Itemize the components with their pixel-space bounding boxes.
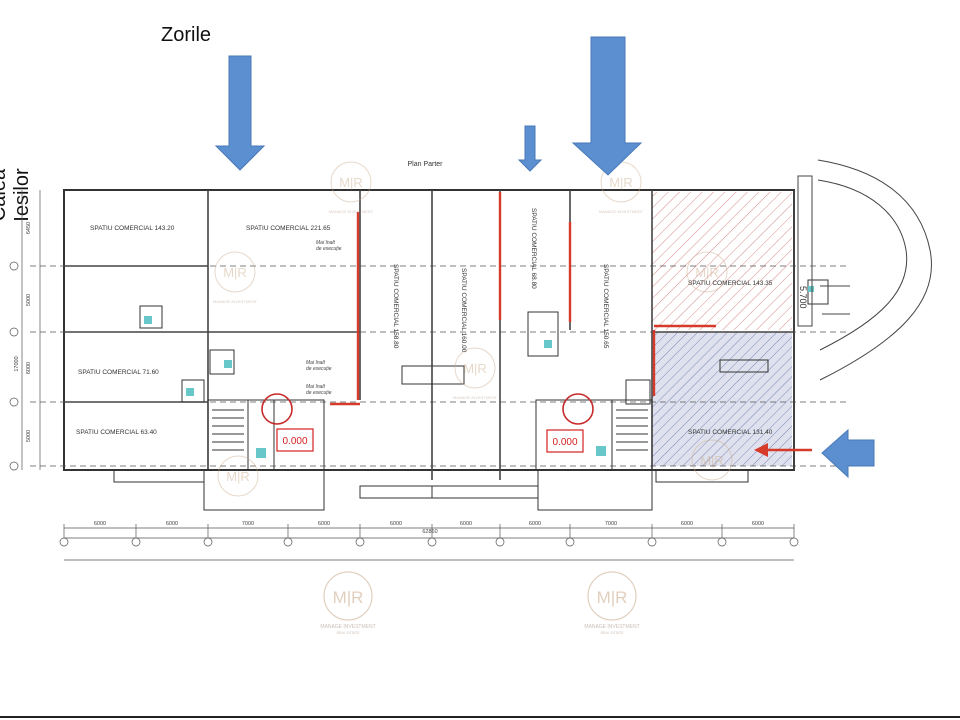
svg-text:M|R: M|R bbox=[223, 265, 247, 280]
unit-label: SPATIU COMERCIAL 150.65 bbox=[602, 264, 609, 349]
svg-text:M|R: M|R bbox=[226, 469, 250, 484]
level-value-right: 0.000 bbox=[552, 437, 577, 448]
dim-text: 5000 bbox=[26, 430, 32, 442]
watermark-logo: M|R MANAGE INVESTMENT REAL ESTATE bbox=[584, 571, 640, 635]
bottom-rule bbox=[0, 716, 960, 718]
ramp-dimension: 5.700 bbox=[798, 286, 808, 309]
axis-bubbles bbox=[9, 261, 799, 547]
dim-text: 6000 bbox=[94, 521, 106, 527]
svg-text:MANAGE INVESTMENT: MANAGE INVESTMENT bbox=[599, 209, 644, 214]
entrance-arrow-down-large-icon bbox=[571, 36, 643, 176]
svg-text:M|R: M|R bbox=[333, 588, 364, 607]
dim-text: 6000 bbox=[460, 521, 472, 527]
entrance-arrow-left-icon bbox=[821, 428, 875, 479]
watermark-logo: M|R MANAGE INVESTMENT REAL ESTATE bbox=[320, 571, 376, 635]
svg-text:MANAGE INVESTMENT: MANAGE INVESTMENT bbox=[213, 299, 258, 304]
level-marker-right: 0.000 bbox=[546, 429, 584, 453]
svg-text:M|R: M|R bbox=[463, 361, 487, 376]
svg-text:M|R: M|R bbox=[609, 175, 633, 190]
dim-text: 6000 bbox=[26, 362, 32, 374]
dim-total: 62860 bbox=[422, 529, 437, 535]
dim-text: 6000 bbox=[529, 521, 541, 527]
unit-label: SPATIU COMERCIAL 63.40 bbox=[76, 429, 157, 436]
note-text: de execuție bbox=[306, 366, 332, 372]
unit-label: SPATIU COMERCIAL 71.60 bbox=[78, 369, 159, 376]
note-text: Mai înalt bbox=[306, 360, 326, 366]
svg-text:MANAGE INVESTMENT: MANAGE INVESTMENT bbox=[329, 209, 374, 214]
hatch-unit-131-40 bbox=[652, 332, 792, 466]
note-text: Mai înalt bbox=[306, 384, 326, 390]
watermark-logo: M|R MANAGE INVESTMENT bbox=[329, 161, 374, 214]
street-label-zorile: Zorile bbox=[161, 24, 212, 46]
unit-label: SPATIU COMERCIAL 143.20 bbox=[90, 225, 175, 232]
dim-text: 7000 bbox=[605, 521, 617, 527]
svg-text:M|R: M|R bbox=[700, 453, 724, 468]
watermark-logo: M|R MANAGE INVESTMENT bbox=[213, 251, 258, 304]
dim-text: 6000 bbox=[752, 521, 764, 527]
unit-label: SPATIU COMERCIAL 160.00 bbox=[460, 268, 467, 353]
dim-text: 7000 bbox=[242, 521, 254, 527]
plan-notes: Mai înalt de execuție Mai înalt de execu… bbox=[306, 240, 342, 396]
level-value-left: 0.000 bbox=[282, 436, 307, 447]
note-text: de execuție bbox=[306, 390, 332, 396]
unit-label: SPATIU COMERCIAL 143.35 bbox=[688, 280, 773, 287]
dim-text: 6000 bbox=[681, 521, 693, 527]
plan-title: Plan Parter bbox=[407, 161, 443, 168]
dim-total: 17000 bbox=[14, 356, 20, 371]
unit-label: SPATIU COMERCIAL 158.80 bbox=[392, 264, 399, 349]
dim-text: 5000 bbox=[26, 294, 32, 306]
highlight-circles bbox=[261, 393, 594, 425]
entrance-arrow-down-icon bbox=[214, 55, 266, 171]
level-marker-left: 0.000 bbox=[276, 428, 314, 452]
dim-text: 6000 bbox=[318, 521, 330, 527]
dim-text: 6450 bbox=[26, 222, 32, 234]
dim-text: 6000 bbox=[390, 521, 402, 527]
svg-text:REAL ESTATE: REAL ESTATE bbox=[336, 631, 360, 635]
unit-labels: SPATIU COMERCIAL 143.20 SPATIU COMERCIAL… bbox=[76, 208, 773, 436]
svg-text:REAL ESTATE: REAL ESTATE bbox=[600, 631, 624, 635]
svg-text:MANAGE INVESTMENT: MANAGE INVESTMENT bbox=[320, 624, 375, 630]
dimension-texts: 6000 6000 7000 6000 6000 6000 6000 7000 … bbox=[94, 521, 764, 535]
watermark-logo: M|R MANAGE INVESTMENT bbox=[453, 347, 498, 400]
svg-text:M|R: M|R bbox=[695, 265, 719, 280]
red-walls bbox=[330, 192, 716, 406]
svg-text:MANAGE INVESTMENT: MANAGE INVESTMENT bbox=[584, 624, 639, 630]
unit-label: SPATIU COMERCIAL 131.40 bbox=[688, 429, 773, 436]
hatch-unit-143-35 bbox=[652, 192, 792, 330]
entrance-arrow-down-small-icon bbox=[517, 125, 543, 172]
unit-label: SPATIU COMERCIAL 221.65 bbox=[246, 225, 331, 232]
sanitary-fixtures bbox=[144, 286, 814, 458]
ramp bbox=[797, 159, 932, 381]
dimension-lines bbox=[21, 190, 794, 561]
note-text: Mai înalt bbox=[316, 240, 336, 246]
red-arrow-icon bbox=[754, 443, 812, 457]
watermark-logo: M|R bbox=[686, 251, 728, 293]
svg-text:M|R: M|R bbox=[339, 175, 363, 190]
unit-label: SPATIU COMERCIAL 68.80 bbox=[530, 208, 537, 289]
watermark-logo: M|R bbox=[217, 455, 259, 497]
entrance-walls bbox=[113, 469, 749, 511]
svg-text:MANAGE INVESTMENT: MANAGE INVESTMENT bbox=[453, 395, 498, 400]
dim-text: 6000 bbox=[166, 521, 178, 527]
svg-text:M|R: M|R bbox=[597, 588, 628, 607]
note-text: de execuție bbox=[316, 246, 342, 252]
left-dimension-texts: 6450 5000 6000 5000 17000 bbox=[14, 222, 32, 442]
watermark-logo: M|R bbox=[691, 439, 733, 481]
